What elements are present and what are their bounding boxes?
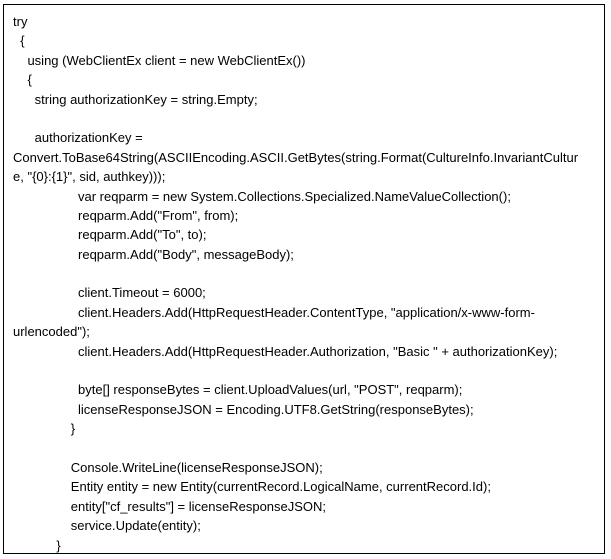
- code-line: reqparm.Add("Body", messageBody);: [13, 246, 294, 262]
- code-line: }: [13, 537, 61, 553]
- code-line: byte[] responseBytes = client.UploadValu…: [13, 382, 463, 398]
- code-line: reqparm.Add("To", to);: [13, 227, 207, 243]
- code-box: try { using (WebClientEx client = new We…: [3, 4, 605, 554]
- code-line: {: [13, 33, 25, 49]
- code-line: }: [13, 421, 76, 437]
- code-line: service.Update(entity);: [13, 518, 201, 534]
- code-line: var reqparm = new System.Collections.Spe…: [13, 188, 511, 204]
- code-line: [13, 109, 601, 128]
- cropped-text-fragment: g ,: [20, 0, 260, 2]
- code-line: [13, 361, 601, 380]
- code-line: reqparm.Add("From", from);: [13, 207, 239, 223]
- code-line: try: [13, 14, 28, 29]
- code-line: entity["cf_results"] = licenseResponseJS…: [13, 498, 327, 514]
- code-line: using (WebClientEx client = new WebClien…: [13, 52, 306, 68]
- code-line: {: [13, 72, 32, 88]
- code-line: client.Timeout = 6000;: [13, 285, 206, 301]
- code-line: urlencoded");: [13, 324, 90, 340]
- code-line: authorizationKey =: [13, 130, 143, 146]
- code-line: licenseResponseJSON = Encoding.UTF8.GetS…: [13, 401, 474, 417]
- code-line: client.Headers.Add(HttpRequestHeader.Con…: [13, 304, 535, 320]
- code-line: Entity entity = new Entity(currentRecord…: [13, 479, 491, 495]
- code-line: client.Headers.Add(HttpRequestHeader.Aut…: [13, 343, 558, 359]
- code-line: string authorizationKey = string.Empty;: [13, 91, 258, 107]
- code-line: Convert.ToBase64String(ASCIIEncoding.ASC…: [13, 149, 579, 165]
- code-line: [13, 439, 601, 458]
- code-block: try { using (WebClientEx client = new We…: [13, 12, 601, 555]
- code-line: [13, 264, 601, 283]
- code-line: Console.WriteLine(licenseResponseJSON);: [13, 459, 323, 475]
- code-line: e, "{0}:{1}", sid, authkey)));: [13, 169, 166, 185]
